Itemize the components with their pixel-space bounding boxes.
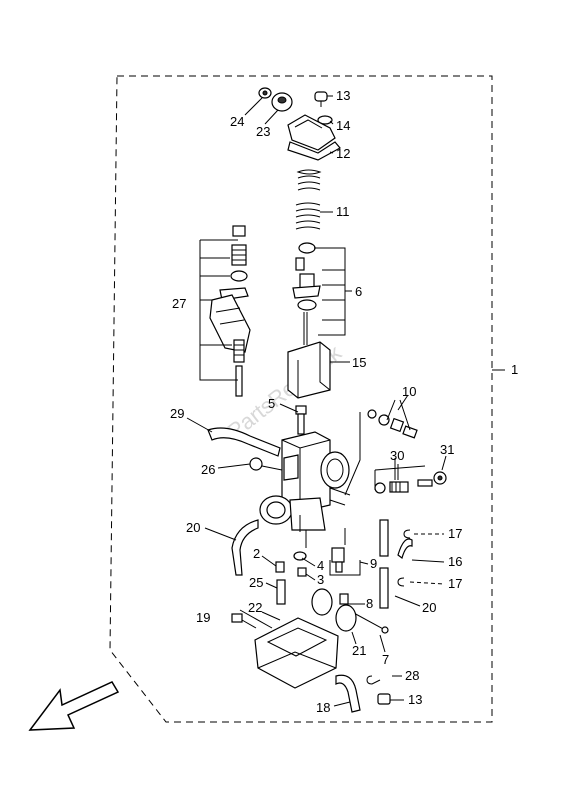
part-2-jet xyxy=(275,561,285,573)
callout-5: 5 xyxy=(268,396,275,411)
part-9-jet-set xyxy=(329,528,361,576)
callout-25: 25 xyxy=(249,575,263,590)
part-27-cable-adjuster-stack xyxy=(199,225,251,397)
part-29-hose xyxy=(207,427,281,457)
part-25-tube xyxy=(276,579,286,605)
part-13-screw-top xyxy=(314,91,328,107)
callout-3: 3 xyxy=(317,572,324,587)
callout-9: 9 xyxy=(370,556,377,571)
part-22-float-bowl xyxy=(254,617,339,689)
callout-numbers: 1 24 23 13 14 12 11 6 27 15 10 5 29 30 3… xyxy=(170,88,518,715)
carburetor-body xyxy=(259,412,351,531)
callout-22: 22 xyxy=(248,600,262,615)
part-17-clip-b xyxy=(397,577,445,587)
leader-lines xyxy=(186,95,447,707)
callout-31: 31 xyxy=(440,442,454,457)
part-18-drain-hose xyxy=(335,674,361,713)
callout-27: 27 xyxy=(172,296,186,311)
part-17-clip-a xyxy=(403,529,444,539)
callout-18: 18 xyxy=(316,700,330,715)
part-8-jet xyxy=(339,593,349,605)
callout-24: 24 xyxy=(230,114,244,129)
callout-1: 1 xyxy=(511,362,518,377)
callout-10: 10 xyxy=(402,384,416,399)
front-direction-arrow-icon xyxy=(28,681,120,731)
callout-19: 19 xyxy=(196,610,210,625)
callout-12: 12 xyxy=(336,146,350,161)
part-19-screw xyxy=(231,613,257,629)
callout-17-bottom: 17 xyxy=(448,576,462,591)
callout-13-bottom: 13 xyxy=(408,692,422,707)
callout-11: 11 xyxy=(336,204,350,219)
assembly-outline xyxy=(109,75,493,723)
lines-center xyxy=(299,515,307,548)
part-20-hose-left xyxy=(231,519,259,576)
part-30-screw-set xyxy=(374,458,433,494)
callout-13-top: 13 xyxy=(336,88,350,103)
part-15-throttle-slide xyxy=(287,341,331,399)
part-28-clip xyxy=(366,675,381,685)
callout-8: 8 xyxy=(366,596,373,611)
part-13-screw-bottom xyxy=(377,693,391,705)
callout-23: 23 xyxy=(256,124,270,139)
part-12-cover xyxy=(287,114,341,161)
callout-7: 7 xyxy=(382,652,389,667)
part-10-pilot-screw-set xyxy=(344,399,418,496)
callout-16: 16 xyxy=(448,554,462,569)
part-11-springs xyxy=(295,169,322,230)
callout-17-top: 17 xyxy=(448,526,462,541)
callout-2: 2 xyxy=(253,546,260,561)
callout-26: 26 xyxy=(201,462,215,477)
part-6-needle-holder xyxy=(292,242,321,345)
part-31-plug xyxy=(433,471,447,485)
callout-14: 14 xyxy=(336,118,350,133)
part-14-washer xyxy=(317,115,333,125)
part-5-screw xyxy=(295,405,307,435)
callout-20-left: 20 xyxy=(186,520,200,535)
part-23-cap xyxy=(271,92,293,112)
callout-6: 6 xyxy=(355,284,362,299)
callout-15: 15 xyxy=(352,355,366,370)
part-24-washer xyxy=(258,87,272,99)
part-7-pin xyxy=(351,611,389,634)
callout-28: 28 xyxy=(405,668,419,683)
part-26-plug xyxy=(249,457,283,471)
part-4-washer xyxy=(293,551,307,561)
part-16-hose xyxy=(397,538,413,560)
callout-21: 21 xyxy=(352,643,366,658)
part-3-jet xyxy=(297,567,307,577)
callout-30: 30 xyxy=(390,448,404,463)
callout-4: 4 xyxy=(317,558,324,573)
callout-20-right: 20 xyxy=(422,600,436,615)
callout-29: 29 xyxy=(170,406,184,421)
part-20-hose-right xyxy=(379,519,389,609)
part-21-float xyxy=(311,588,357,632)
